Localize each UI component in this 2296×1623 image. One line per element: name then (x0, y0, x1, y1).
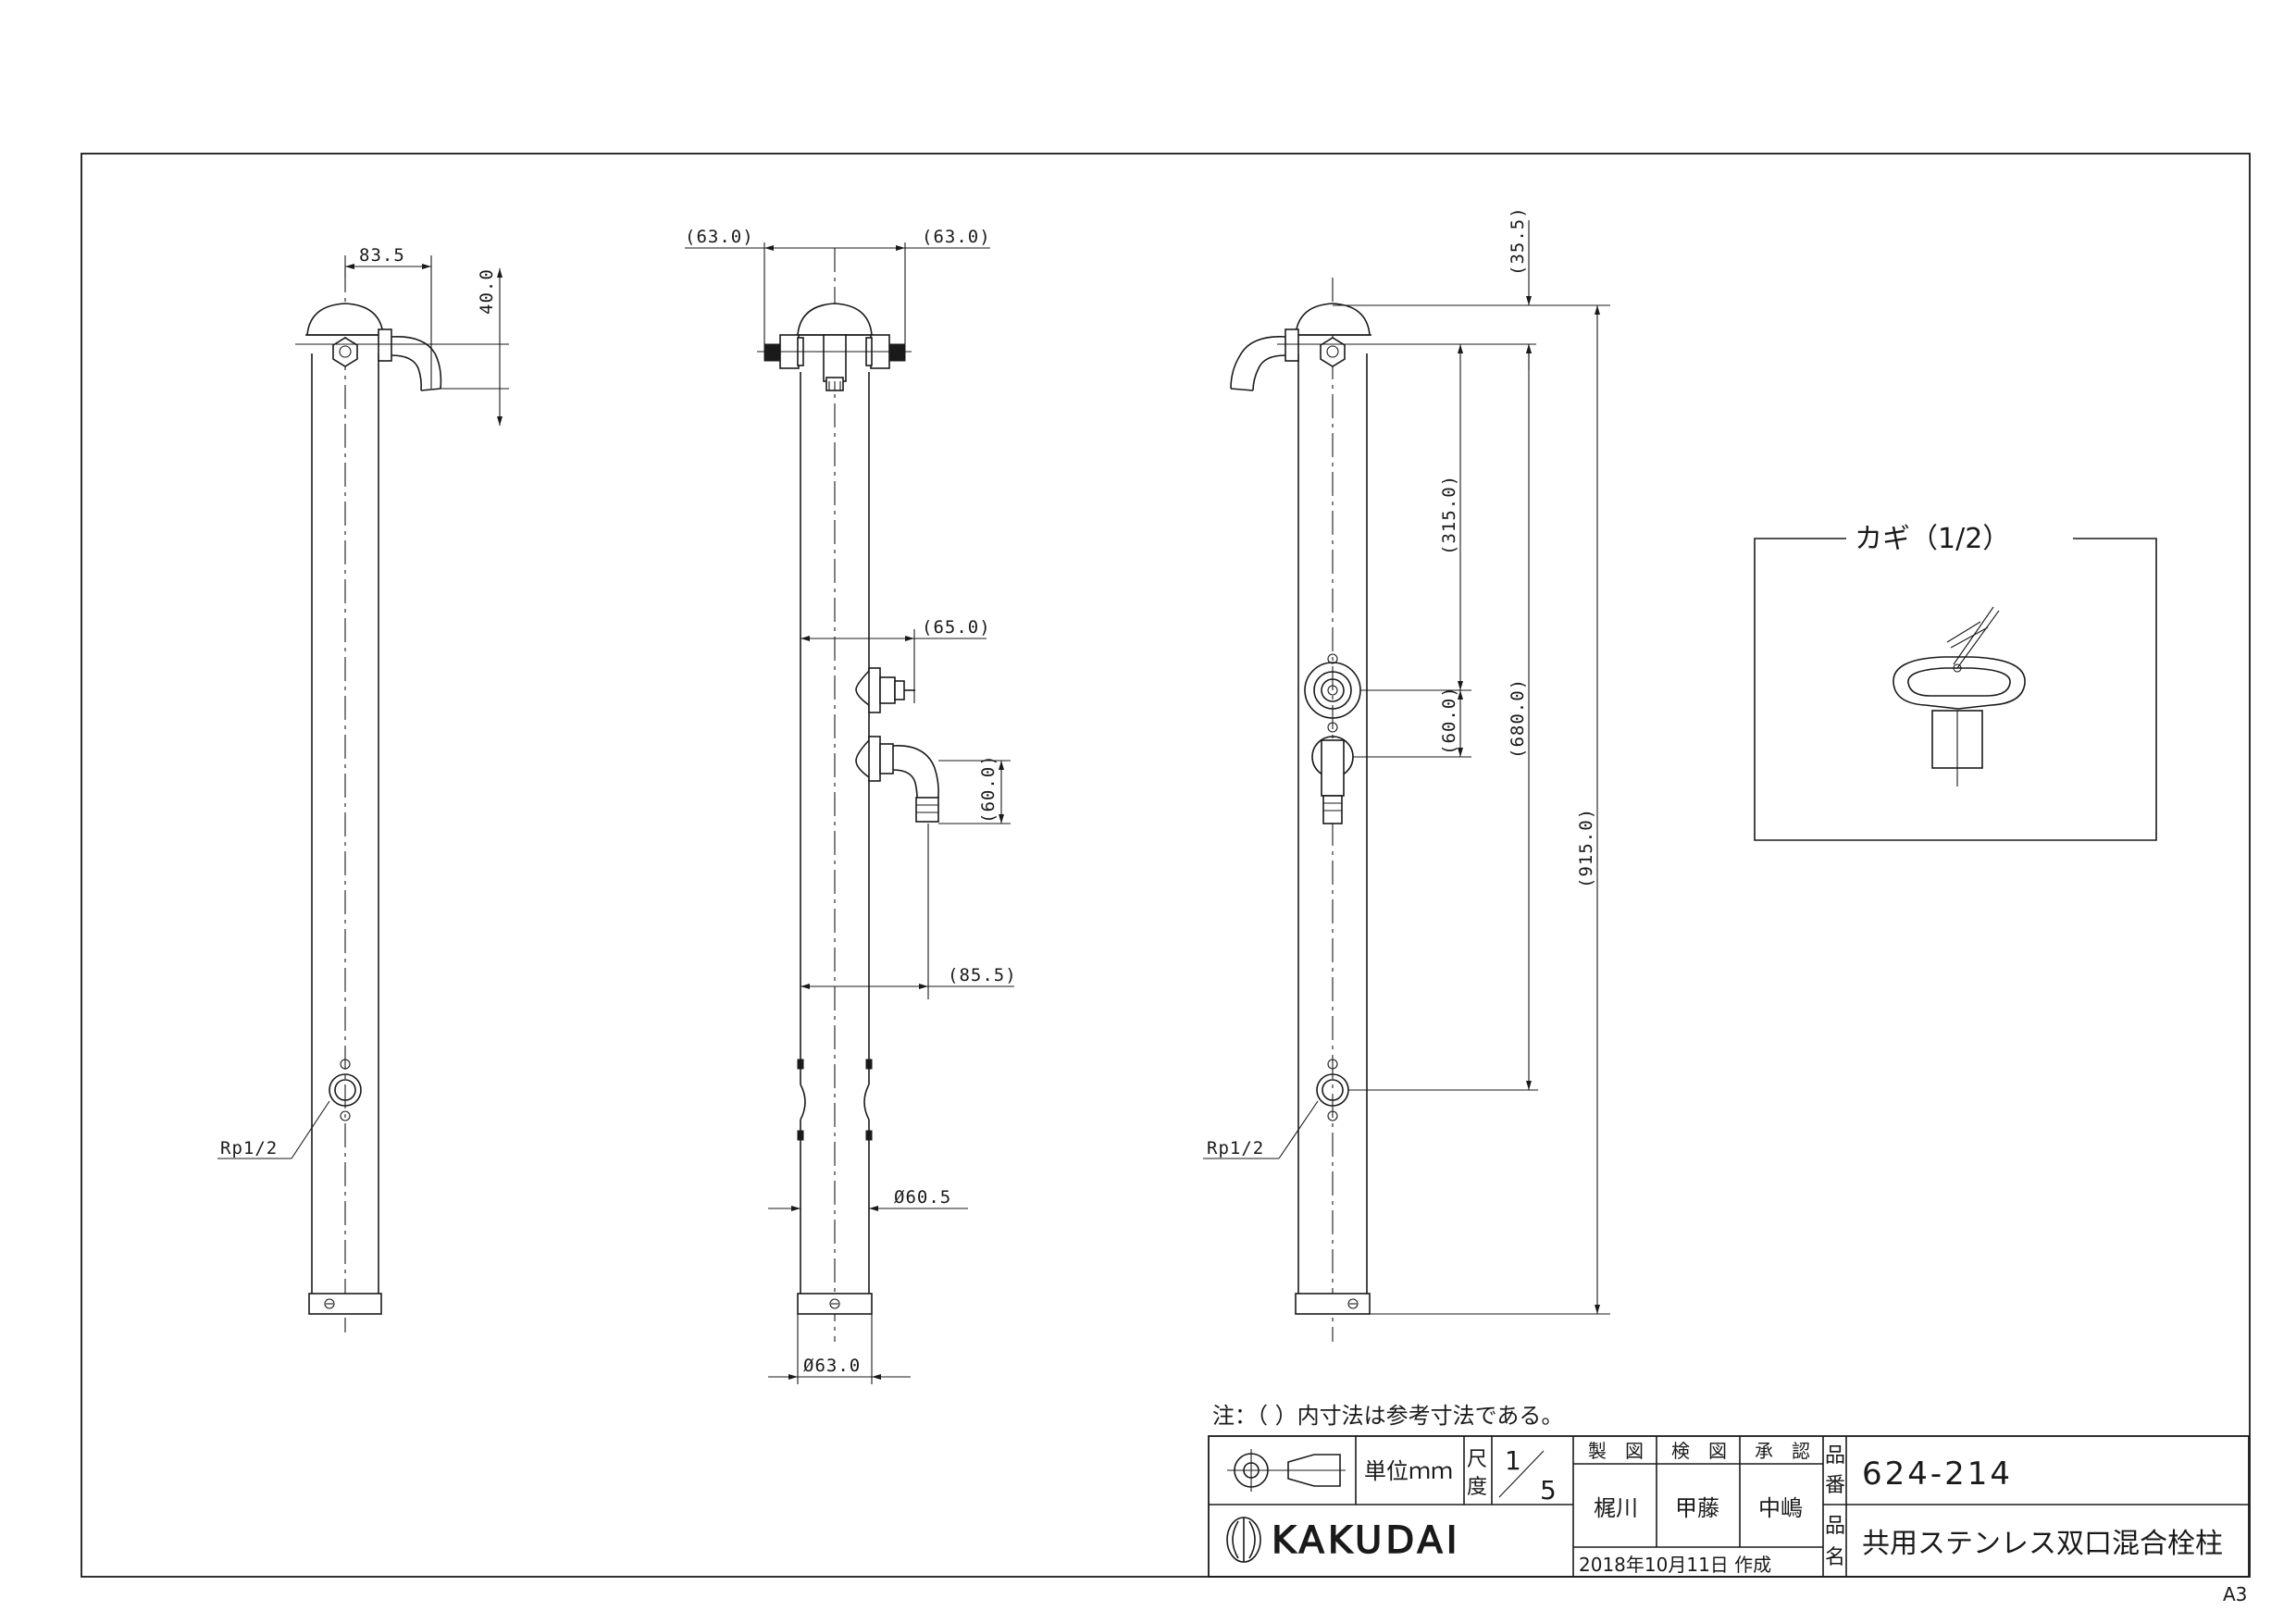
dim-valve-gap: (60.0) (1439, 686, 1459, 755)
creation-date: 2018年10月11日 作成 (1579, 1554, 1771, 1576)
dim-base-diameter: Ø63.0 (803, 1356, 861, 1376)
dim-total-height: (915.0) (1576, 808, 1596, 888)
key-box-title: カギ（1/2） (1855, 523, 2010, 555)
name-label-2: 名 (1825, 1546, 1845, 1569)
key-detail: カギ（1/2） (1754, 523, 2157, 841)
part-no-label-2: 番 (1825, 1474, 1845, 1497)
dim-side-width: 83.5 (359, 245, 405, 266)
side-view: Rp1/2 83.5 40.0 (217, 245, 509, 1332)
drawing-frame (81, 153, 2251, 1578)
part-no-label-1: 品 (1825, 1444, 1845, 1468)
company-logo: KAKUDAI (1226, 1517, 1461, 1563)
title-block: 単位ｍｍ 尺 度 1 5 製 図 検 図 承 認 梶川 甲藤 中嶋 2018年1… (1208, 1435, 2250, 1578)
dim-front-right: (63.0) (922, 227, 991, 247)
dim-side-drop: 40.0 (477, 268, 497, 315)
company-name: KAKUDAI (1272, 1519, 1461, 1562)
scale-denominator: 5 (1540, 1475, 1557, 1505)
unit-label: 単位ｍｍ (1364, 1458, 1453, 1484)
dim-front-left: (63.0) (685, 227, 754, 247)
name-drafter: 梶川 (1594, 1495, 1638, 1521)
drawing-note: 注：（ ）内寸法は参考寸法である。 (1212, 1403, 1563, 1429)
front-view: (63.0) (63.0) (65.0) (60.0) (85.5) Ø60.5… (685, 227, 1017, 1384)
dim-upper-to-inlet: (680.0) (1508, 678, 1528, 759)
dim-upper-to-valve: (315.0) (1439, 475, 1459, 555)
sheet-size: A3 (2223, 1583, 2247, 1605)
dim-tap-drop: (60.0) (978, 754, 999, 824)
name-approver: 中嶋 (1758, 1495, 1803, 1521)
dim-top-cap: (35.5) (1508, 206, 1528, 276)
product-name: 共用ステンレス双口混合栓柱 (1862, 1528, 2223, 1560)
role-approver: 承 認 (1755, 1440, 1810, 1462)
dim-tap-offset: (85.5) (948, 965, 1017, 985)
name-checker: 甲藤 (1675, 1495, 1719, 1521)
back-view: Rp1/2 (35.5) (315.0) (60.0) (680.0) (915… (1203, 206, 1610, 1342)
scale-label-2: 度 (1467, 1476, 1487, 1499)
scale-label-1: 尺 (1467, 1448, 1487, 1471)
dim-pipe-diameter: Ø60.5 (894, 1187, 951, 1208)
inlet-label-left: Rp1/2 (220, 1138, 278, 1158)
scale-numerator: 1 (1505, 1445, 1521, 1476)
part-number: 624-214 (1862, 1456, 2013, 1493)
dim-valve-offset: (65.0) (922, 617, 991, 638)
role-checker: 検 図 (1671, 1440, 1727, 1462)
role-drafter: 製 図 (1588, 1440, 1644, 1462)
name-label-1: 品 (1825, 1515, 1845, 1538)
inlet-label-right: Rp1/2 (1207, 1138, 1264, 1158)
